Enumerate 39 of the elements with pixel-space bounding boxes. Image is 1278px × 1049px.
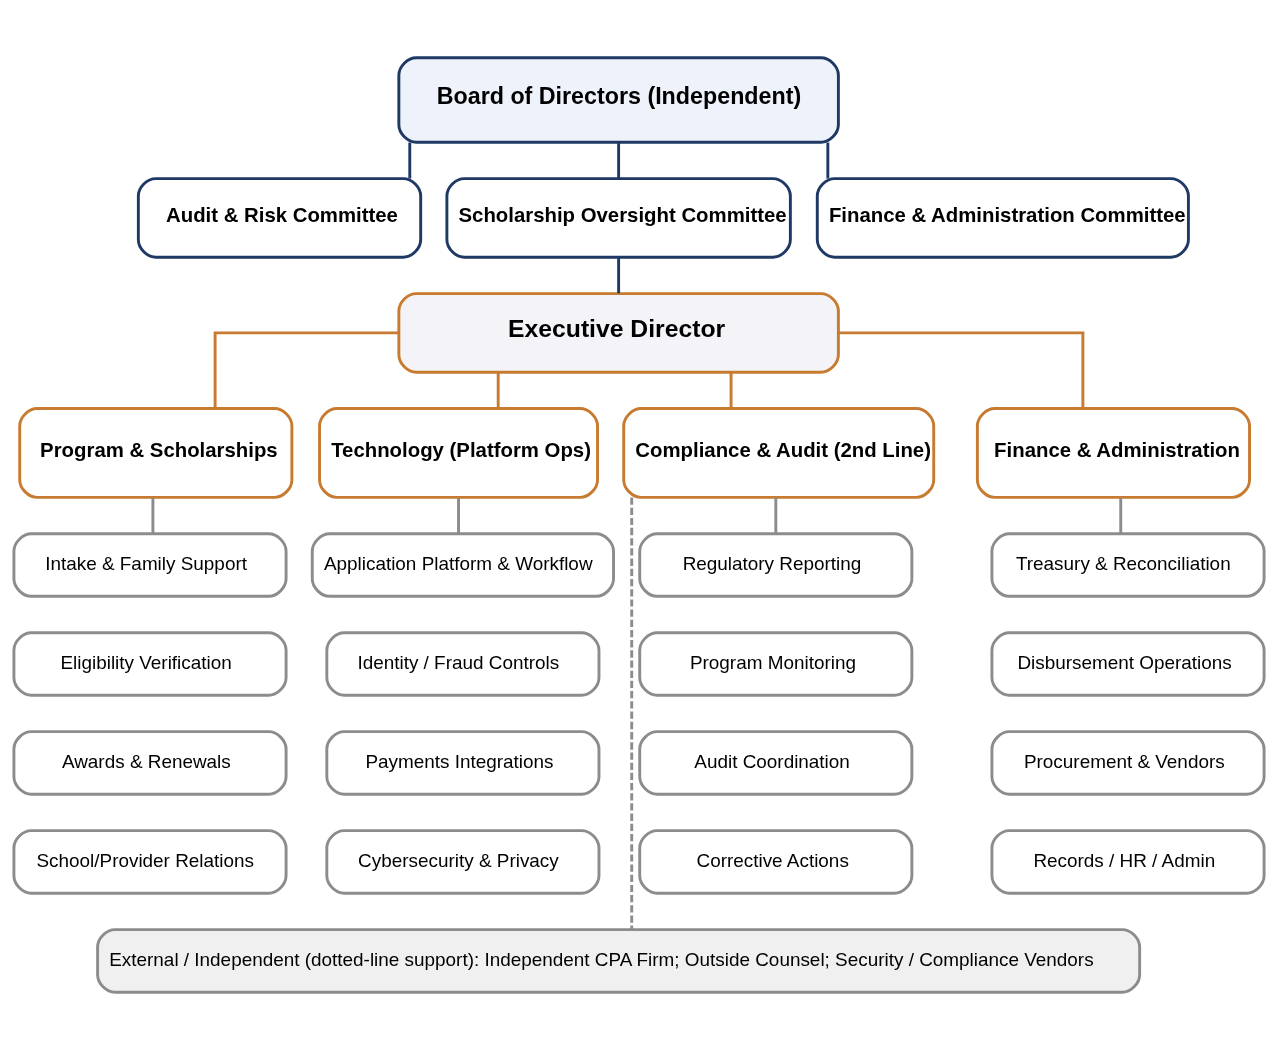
connector (630, 497, 634, 929)
connector (457, 497, 460, 533)
node-box: Regulatory Reporting (638, 531, 914, 598)
node-box: Executive Director (397, 291, 840, 374)
connector (617, 257, 621, 293)
node-box: Audit & Risk Committee (136, 176, 423, 259)
connector (408, 142, 412, 179)
connector (617, 142, 621, 179)
node-box: Compliance & Audit (2nd Line) (622, 406, 936, 499)
connector (151, 497, 155, 533)
node-box: Audit Coordination (638, 729, 914, 796)
connector (774, 497, 778, 533)
node-box: Payments Integrations (325, 729, 601, 796)
node-box: Eligibility Verification (12, 630, 288, 697)
node-box: Program & Scholarships (18, 406, 294, 499)
node-box: Application Platform & Workflow (310, 531, 615, 598)
node-box: Treasury & Reconciliation (990, 531, 1266, 598)
connector (729, 371, 733, 409)
connector (496, 371, 500, 409)
node-box: Finance & Administration (975, 406, 1251, 499)
node-box: Board of Directors (Independent) (397, 55, 840, 144)
connector (838, 330, 1085, 408)
connector (826, 142, 830, 179)
node-box: Program Monitoring (638, 630, 914, 697)
node-box: Awards & Renewals (12, 729, 288, 796)
node-box: Intake & Family Support (12, 531, 288, 598)
node-box: Cybersecurity & Privacy (325, 828, 601, 895)
node-box: Disbursement Operations (990, 630, 1266, 697)
node-box: Procurement & Vendors (990, 729, 1266, 796)
node-box: Records / HR / Admin (990, 828, 1266, 895)
node-box: External / Independent (dotted-line support): Independent CPA Firm; Outside Counsel; Security / Compliance Vendors (96, 927, 1142, 994)
connector (213, 330, 399, 408)
node-box: Technology (Platform Ops) (318, 406, 599, 499)
node-box: Identity / Fraud Controls (325, 630, 601, 697)
node-box: Corrective Actions (638, 828, 914, 895)
node-box: School/Provider Relations (12, 828, 288, 895)
connector (1119, 497, 1123, 533)
node-box: Finance & Administration Committee (815, 176, 1190, 259)
node-box: Scholarship Oversight Committee (445, 176, 792, 259)
